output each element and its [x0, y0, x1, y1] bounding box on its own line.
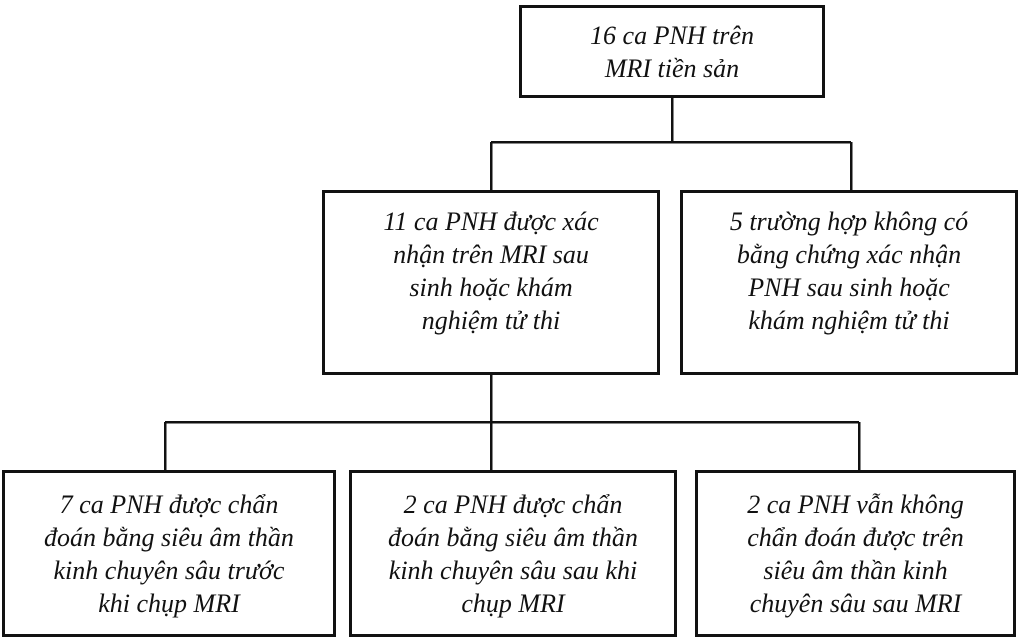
flow-node-confirmed-label: 11 ca PNH được xác nhận trên MRI sau sin… — [383, 207, 599, 335]
flow-node-us-after-mri: 2 ca PNH được chẩn đoán bằng siêu âm thầ… — [349, 470, 677, 637]
flow-node-confirmed: 11 ca PNH được xác nhận trên MRI sau sin… — [322, 190, 660, 375]
flow-node-root-label: 16 ca PNH trên MRI tiền sản — [590, 20, 754, 83]
edge-root-to-children — [489, 98, 853, 192]
edge-confirmed-to-children — [163, 373, 861, 471]
flow-node-undiagnosed-us: 2 ca PNH vẫn không chẩn đoán được trên s… — [695, 470, 1016, 637]
flow-node-us-before-mri-label: 7 ca PNH được chẩn đoán bằng siêu âm thầ… — [44, 489, 294, 618]
flow-node-no-evidence: 5 trường hợp không có bằng chứng xác nhậ… — [680, 190, 1018, 375]
flow-node-us-after-mri-label: 2 ca PNH được chẩn đoán bằng siêu âm thầ… — [388, 489, 638, 618]
flow-node-no-evidence-label: 5 trường hợp không có bằng chứng xác nhậ… — [729, 207, 969, 335]
flow-node-root: 16 ca PNH trên MRI tiền sản — [519, 5, 825, 98]
flow-node-undiagnosed-us-label: 2 ca PNH vẫn không chẩn đoán được trên s… — [747, 489, 964, 618]
flow-node-us-before-mri: 7 ca PNH được chẩn đoán bằng siêu âm thầ… — [2, 470, 336, 637]
